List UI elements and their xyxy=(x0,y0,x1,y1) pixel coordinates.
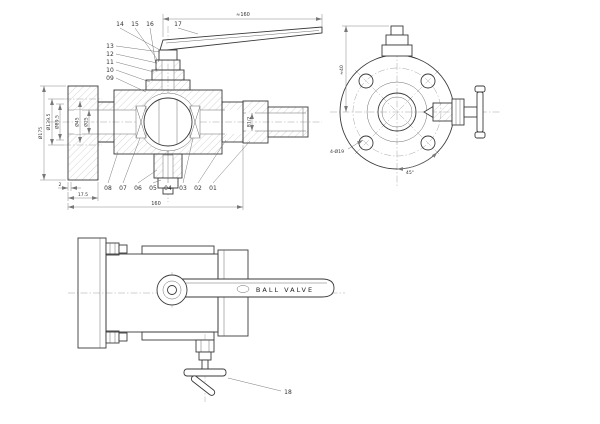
section-view: ≈160 Ø175 Ø139.5 Ø89.5 Ø45 Ø25 xyxy=(37,12,323,210)
section-callouts: 14 15 16 17 13 12 11 10 09 08 07 xyxy=(104,21,251,192)
needle-hex xyxy=(451,98,465,126)
part-callout-03: 03 xyxy=(179,185,187,192)
stem-cap xyxy=(390,25,404,36)
handle-stamp xyxy=(236,285,250,293)
front-view: ≈40 4-Ø19 45° xyxy=(330,25,500,186)
part-callout-17: 17 xyxy=(174,21,182,28)
dim-flange-thickness: 17.5 xyxy=(78,192,88,198)
handle-label: BALL VALVE xyxy=(256,286,314,294)
bolt-hole xyxy=(420,135,436,151)
part-callout-08: 08 xyxy=(104,185,112,192)
bore-circle xyxy=(377,92,417,132)
dim-stem-height: ≈40 xyxy=(339,65,345,75)
dim-bore: Ø25 xyxy=(83,117,90,127)
dim-outlet-thread: R1/2 xyxy=(247,117,253,128)
bolt-holes-note: 4-Ø19 xyxy=(330,148,344,155)
dim-face-gap: 2 xyxy=(59,182,62,188)
part-callout-15: 15 xyxy=(131,21,139,28)
stem-nut xyxy=(158,49,178,61)
dim-raised-face: Ø89.5 xyxy=(54,115,61,129)
flange-bolt xyxy=(105,330,120,344)
part-callout-02: 02 xyxy=(194,185,202,192)
part-callout-05: 05 xyxy=(149,185,157,192)
drain-grip xyxy=(190,375,216,396)
dim-bolt-circle: Ø139.5 xyxy=(45,114,52,131)
ball xyxy=(143,97,193,147)
side-callouts: 18 xyxy=(227,377,292,396)
part-callout-13: 13 xyxy=(106,43,114,50)
part-callout-07: 07 xyxy=(119,185,127,192)
outlet-pipe xyxy=(267,106,309,138)
section-dimensions: ≈160 Ø175 Ø139.5 Ø89.5 Ø45 Ø25 xyxy=(37,12,323,210)
side-geometry: BALL VALVE xyxy=(77,237,335,349)
drain-valve xyxy=(183,339,227,396)
dim-flange-od: Ø175 xyxy=(37,127,44,139)
part-callout-10: 10 xyxy=(106,67,114,74)
tee-handle-bar xyxy=(476,91,484,133)
drain-tee-handle xyxy=(183,368,227,377)
part-callout-12: 12 xyxy=(106,51,114,58)
dim-overall-length: 160 xyxy=(151,201,161,207)
part-callout-18: 18 xyxy=(284,389,292,396)
part-callout-16: 16 xyxy=(146,21,154,28)
dim-handle-length: ≈160 xyxy=(236,12,250,18)
part-callout-06: 06 xyxy=(134,185,142,192)
angle-note: 45° xyxy=(406,170,414,176)
part-callout-14: 14 xyxy=(116,21,124,28)
part-callout-09: 09 xyxy=(106,75,114,82)
part-callout-11: 11 xyxy=(106,59,114,66)
drain-hex xyxy=(195,339,215,353)
side-view: BALL VALVE 18 xyxy=(68,237,345,402)
bolt-hole xyxy=(420,73,436,89)
part-callout-04: 04 xyxy=(164,185,172,192)
side-handle xyxy=(181,278,335,298)
flange-bolt xyxy=(105,242,120,256)
front-dimensions: ≈40 4-Ø19 45° xyxy=(330,25,438,176)
bolt-hole xyxy=(358,73,374,89)
part-callout-01: 01 xyxy=(209,185,217,192)
needle-tip xyxy=(423,105,434,119)
dim-counterbore: Ø45 xyxy=(74,117,81,127)
needle-valve xyxy=(423,85,486,139)
inlet-flange xyxy=(67,85,99,181)
stem-hub xyxy=(156,274,188,306)
handle-lever xyxy=(159,26,323,51)
handle: BALL VALVE xyxy=(181,278,335,298)
